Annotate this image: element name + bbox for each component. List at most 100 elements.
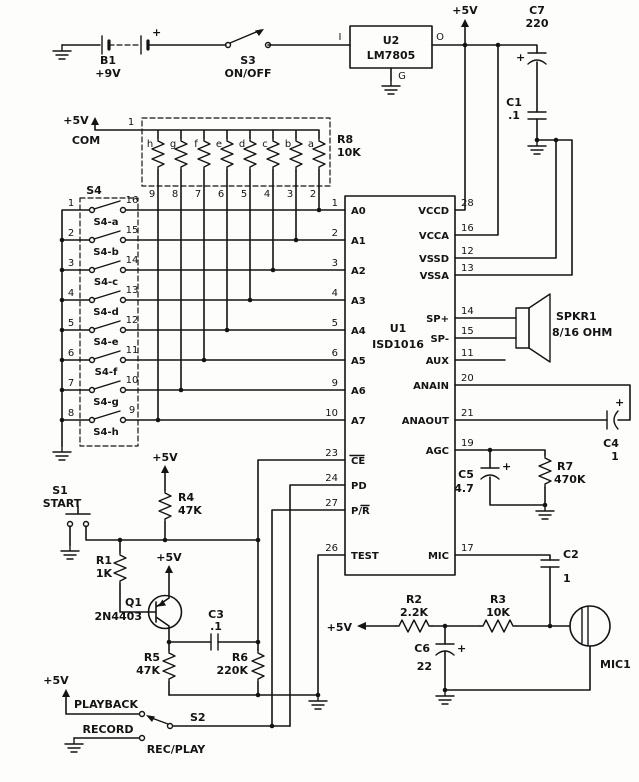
u2-part: LM7805 [367,49,416,62]
r1-resistor [113,551,127,585]
u1-lpin-num-a1: 2 [332,228,338,239]
b1-ref: B1 [100,54,116,67]
wire-layer [61,21,631,739]
r8-resistor-b [289,137,303,171]
u1-rpin-name-anain: ANAIN [413,381,449,392]
capacitor-plates [210,52,619,656]
v5-r8: +5V [63,114,89,127]
c7-capacitor [527,52,547,65]
u2-pin-gnd: G [398,71,406,82]
r4-resistor [158,489,172,523]
mic-ref: MIC1 [600,658,631,671]
r8-resistor-a [312,137,326,171]
u1-chip-box [344,195,456,576]
r8-letter-g: g [170,139,176,150]
ground-symbol-u2 [381,79,401,95]
u1-lpin-num-a6: 9 [332,378,338,389]
u1-rpin-name-vssa: VSSA [420,271,450,282]
s2-record: RECORD [82,723,133,736]
r8-pin-8: 8 [172,189,178,200]
r8-com: COM [72,134,100,147]
ground-symbol-battery [52,44,72,60]
c4-ref: C4 [603,437,619,450]
r8-resistor-c [266,137,280,171]
v5-arrow-top [461,19,469,27]
u1-lpin-name-a2: A2 [351,266,366,277]
r8-pin-3: 3 [287,189,293,200]
r8-pin-7: 7 [195,189,201,200]
s4-label-d: S4-d [93,307,118,318]
u1-rpin-num-mic: 17 [461,543,474,554]
c3-capacitor [210,633,219,651]
spkr-value: 8/16 OHM [552,326,612,339]
r8-ref: R8 [337,133,353,146]
s4-dashed-box [79,197,139,447]
u1-rpin-name-agc: AGC [426,446,449,457]
control-pin-wires [168,459,346,727]
s4-label-f: S4-f [95,367,118,378]
v5-q1: +5V [156,551,182,564]
u1-rpin-num-spm: 15 [461,326,474,337]
u1-lpin-name-a6: A6 [351,386,366,397]
b1-plus: + [152,26,161,39]
s4-ref: S4 [86,184,102,197]
c4-capacitor [606,410,619,430]
r8-pin-5: 5 [241,189,247,200]
u1-lpin-name-ce: CE [351,456,365,467]
pin-overlines [349,454,370,507]
s3-ref: S3 [240,54,256,67]
u1-rpin-num-vcca: 16 [461,223,474,234]
q1-ref: Q1 [125,596,142,609]
pushbutton-s1 [66,520,90,528]
r8-letter-h: h [147,139,153,150]
s4-left-4: 4 [68,288,74,299]
v5-arrow-r8 [91,117,99,125]
ground-symbol-s4 [52,445,72,461]
r8-letter-e: e [216,139,222,150]
u1-lpin-num-pd: 24 [325,473,338,484]
c6-ref: C6 [414,642,430,655]
junction-dots [59,42,559,729]
u2-regulator-box [349,25,433,69]
s4-right-16: 16 [126,195,139,206]
u1-rpin-name-mic: MIC [428,551,449,562]
ground-symbol-record [64,737,84,753]
u1-rpin-name-vcca: VCCA [419,231,449,242]
s4-right-11: 11 [126,345,139,356]
switch-s2 [138,710,174,742]
c6-capacitor [435,643,455,656]
q1-part: 2N4403 [95,610,142,623]
v5-arrow-r4 [161,465,169,473]
r8-dashed-box [141,117,331,187]
u1-rpin-name-spm: SP- [430,334,449,345]
c7-ref: C7 [529,4,545,17]
u1-rpin-num-vssd: 12 [461,246,474,257]
s2-ref: S2 [190,711,206,724]
r8-network-wires [94,119,320,421]
s3-label: ON/OFF [225,67,272,80]
u1-rpin-num-anaout: 21 [461,408,474,419]
s2-playback: PLAYBACK [74,698,138,711]
r6-resistor [251,649,265,683]
u2-pin-in: I [339,32,342,43]
r8-letter-f: f [194,139,198,150]
v5-arrow-playback [62,689,70,697]
s1-label: START [43,497,82,510]
r8-value: 10K [337,146,361,159]
r8-letter-d: d [239,139,245,150]
c6-value: 22 [417,660,432,673]
spkr-ref: SPKR1 [556,310,597,323]
transistor-q1 [147,594,183,630]
v5-arrow-q1 [165,565,173,573]
u1-ref: U1 [390,322,407,335]
c5-ref: C5 [458,468,474,481]
switch-bank-s4 [88,200,127,424]
u2-pin-out: O [436,32,444,43]
battery-b1 [101,35,150,55]
c5-value: 4.7 [454,482,474,495]
c2-capacitor [540,559,560,568]
power-input-wires [61,21,573,276]
r8-pin-6: 6 [218,189,224,200]
